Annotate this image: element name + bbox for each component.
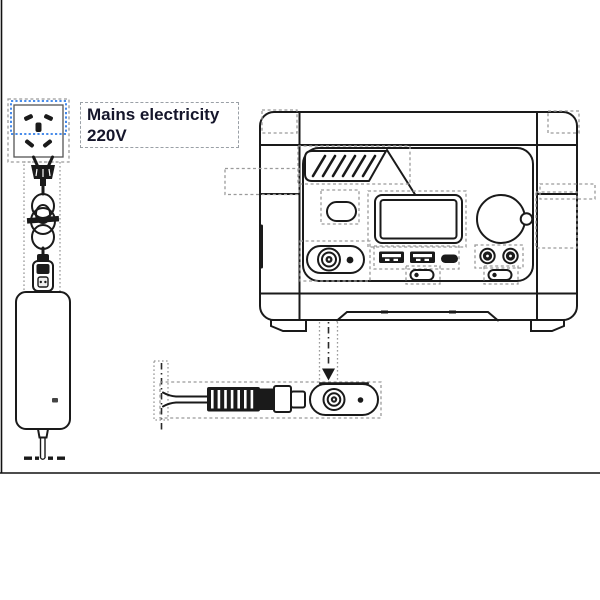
mains-label-line2: 220V bbox=[87, 126, 127, 145]
usb-power-button bbox=[405, 265, 441, 285]
left-foot bbox=[270, 319, 307, 332]
appliance-connector bbox=[32, 254, 54, 292]
right-side-highlight-box bbox=[539, 183, 596, 200]
usb-a-port bbox=[410, 251, 435, 263]
adapter-led bbox=[52, 398, 58, 403]
left-side-highlight-box bbox=[224, 167, 300, 196]
usb-a-port bbox=[379, 251, 404, 263]
three-pin-slots bbox=[24, 139, 53, 148]
cable-coil bbox=[26, 184, 60, 258]
dc-output-button bbox=[483, 265, 519, 285]
top-right-highlight-box bbox=[547, 110, 580, 134]
page-border bbox=[0, 0, 600, 474]
dc-output-group bbox=[474, 244, 524, 269]
barrel-tip bbox=[290, 390, 306, 409]
cable-cut-box bbox=[153, 360, 169, 421]
top-left-highlight-box bbox=[261, 109, 298, 134]
base-groove bbox=[336, 311, 499, 322]
ac-adapter bbox=[15, 291, 71, 460]
outlet-highlight-box bbox=[10, 100, 67, 135]
mains-label-line1: Mains electricity bbox=[87, 105, 220, 124]
earth-slot bbox=[35, 122, 42, 132]
usb-c-port bbox=[441, 254, 458, 263]
wall-outlet bbox=[7, 98, 70, 163]
dc-barrel-connector bbox=[153, 360, 382, 433]
knurled-grip bbox=[207, 387, 260, 412]
vent-grille bbox=[304, 149, 417, 197]
light-ring bbox=[476, 194, 534, 244]
right-foot bbox=[530, 319, 565, 332]
dc-input-led bbox=[346, 256, 354, 264]
oval-power-button bbox=[320, 189, 360, 225]
dc-input-jack bbox=[317, 247, 341, 272]
dc-input-port-closeup bbox=[309, 382, 379, 416]
lcd-screen bbox=[367, 190, 467, 248]
mains-electricity-label: Mains electricity 220V bbox=[80, 102, 239, 148]
usb-ports-group bbox=[373, 245, 460, 270]
power-station bbox=[224, 109, 596, 332]
down-arrow-icon bbox=[322, 368, 335, 381]
power-plug bbox=[31, 155, 55, 186]
dc-input-group bbox=[299, 240, 371, 282]
two-pin-slots bbox=[24, 114, 53, 121]
adapter-cable-break bbox=[24, 456, 65, 460]
station-handle bbox=[260, 112, 577, 320]
